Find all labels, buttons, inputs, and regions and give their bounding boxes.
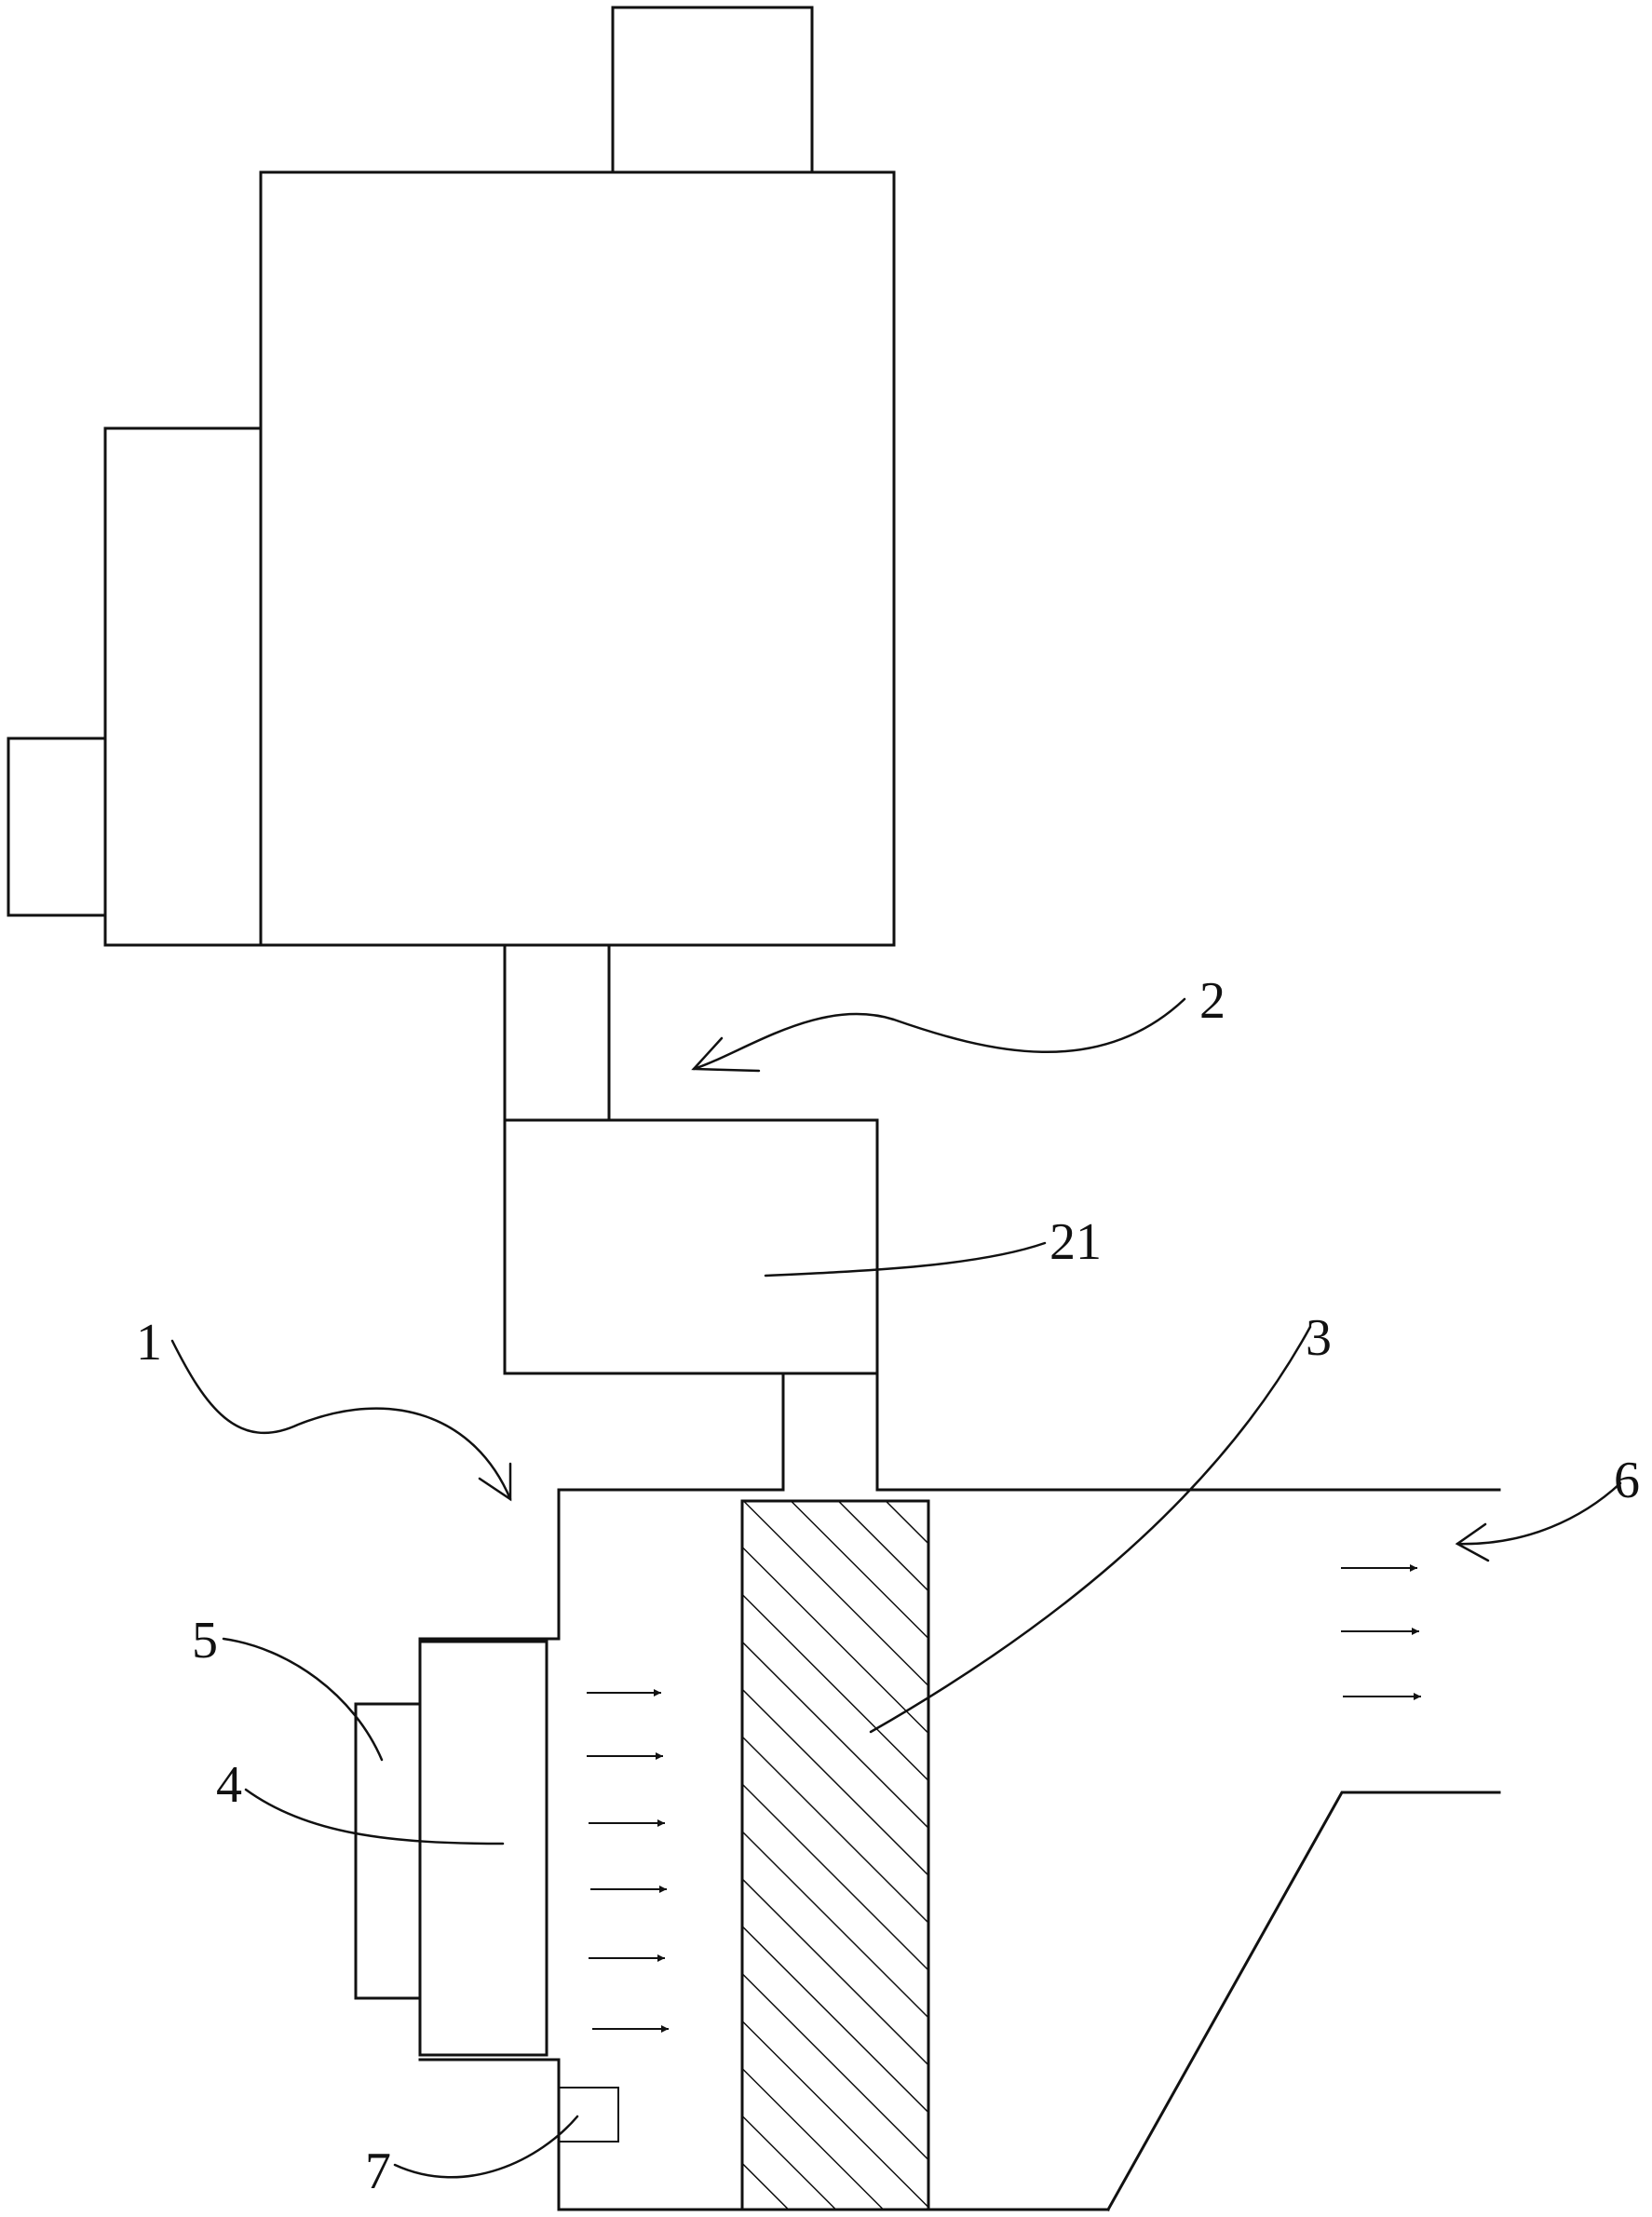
leader-5	[222, 1637, 384, 1762]
fan-unit	[418, 1640, 548, 2057]
label-7: 7	[365, 2143, 391, 2200]
leader-1	[170, 1339, 512, 1501]
side-block	[103, 426, 263, 947]
leader-1-tip	[478, 1462, 512, 1502]
label-2: 2	[1199, 972, 1225, 1030]
upper-housing	[7, 6, 896, 947]
label-4: 4	[216, 1756, 242, 1814]
leader-4	[244, 1788, 505, 1845]
leader-2	[692, 997, 1186, 1071]
label-21: 21	[1049, 1213, 1102, 1271]
leader-6	[1456, 1481, 1622, 1546]
reference-numerals: 1 2 21 3 4 5 6 7	[136, 972, 1640, 2200]
top-cap-block	[611, 6, 814, 174]
leader-21	[764, 1241, 1047, 1277]
leader-3	[869, 1325, 1312, 1734]
side-tab-block	[7, 737, 107, 917]
lower-casing	[418, 1488, 1501, 2212]
sensor-box	[558, 2087, 619, 2143]
inlet-airflow-arrows	[587, 1689, 669, 2033]
leader-lines	[170, 997, 1622, 2179]
fan-motor	[354, 1702, 422, 2000]
label-1: 1	[136, 1314, 162, 1372]
label-3: 3	[1306, 1309, 1332, 1367]
leader-6-tip	[1455, 1522, 1490, 1562]
pipe-lower-right-wall	[875, 1372, 1501, 1492]
main-body-block	[259, 170, 896, 947]
leader-2-tip	[691, 1036, 761, 1073]
label-6: 6	[1614, 1452, 1640, 1509]
outlet-airflow-arrows	[1341, 1564, 1421, 1700]
outlet-lower-wall	[1105, 1791, 1501, 2212]
label-5: 5	[192, 1612, 218, 1670]
leader-7	[393, 2115, 579, 2179]
chamber-21	[503, 1118, 879, 1375]
filter-element	[740, 1499, 930, 2211]
